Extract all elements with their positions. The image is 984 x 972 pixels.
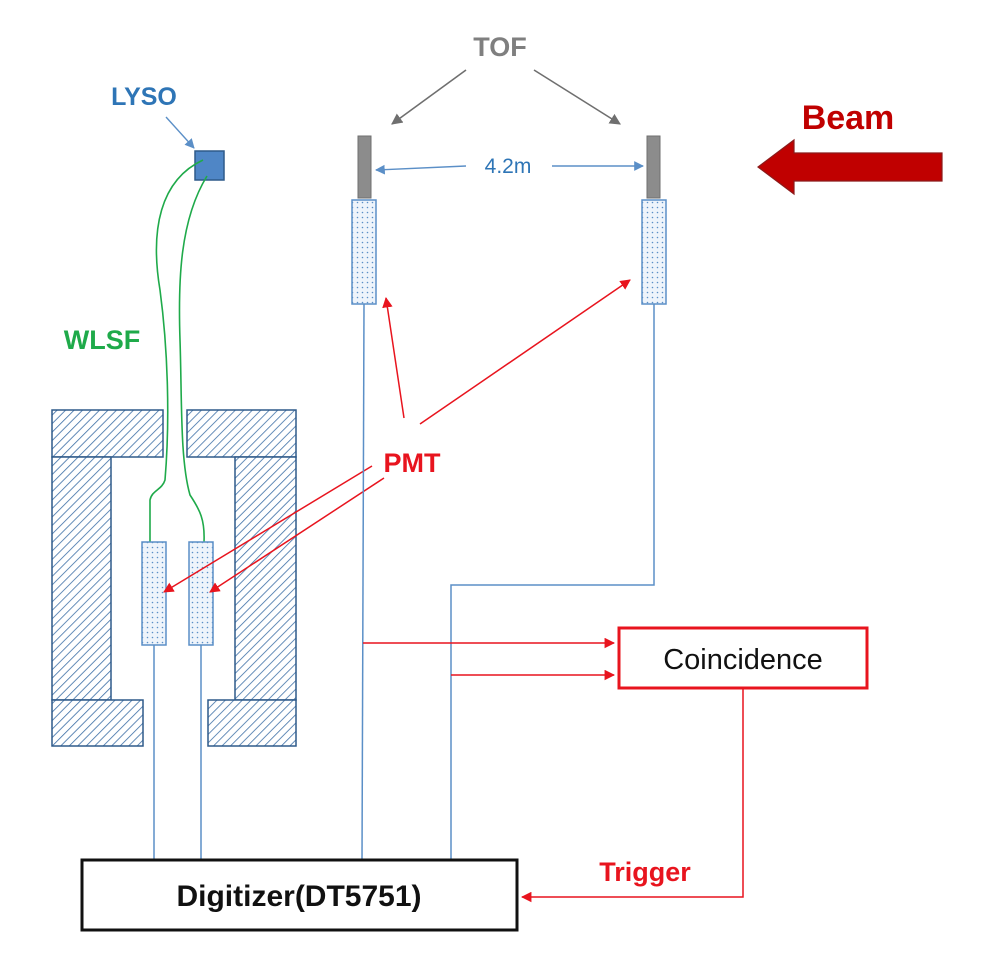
lyso-label: LYSO — [111, 83, 177, 111]
shield-left-wall — [51, 456, 112, 701]
pmt-arrow-tof-right — [419, 279, 631, 425]
shield-right-wall — [234, 456, 297, 701]
beam-arrow — [757, 138, 943, 196]
shield-bottom-right — [207, 699, 297, 747]
tof-scintillator-left — [357, 135, 372, 199]
pmt-label: PMT — [384, 448, 442, 478]
wlsf-fiber-right — [178, 175, 208, 543]
digitizer-box — [80, 858, 519, 932]
lyso-crystal — [194, 150, 225, 181]
digitizer-label: Digitizer(DT5751) — [176, 880, 421, 913]
lyso-pmt-right — [188, 541, 214, 646]
lyso-arrow — [165, 116, 195, 149]
distance-arrow-left — [375, 164, 467, 175]
beam-label: Beam — [802, 99, 895, 137]
wlsf-label: WLSF — [64, 325, 140, 355]
tof-arrow-right — [533, 69, 621, 125]
tof-label: TOF — [473, 32, 527, 62]
lyso-pmt-left — [141, 541, 167, 646]
tof-pmt-right — [641, 199, 667, 305]
shield-top-right — [186, 409, 297, 458]
tof-arrow-left — [391, 69, 467, 125]
tof-scintillator-right — [646, 135, 661, 199]
pmt-arrow-lyso-right — [209, 477, 385, 593]
shield-top-left — [51, 409, 164, 458]
signal-line-tof-left — [361, 303, 365, 861]
tof-pmt-left — [351, 199, 377, 305]
coincidence-label: Coincidence — [663, 644, 823, 676]
trigger-line — [520, 688, 744, 903]
signal-line-tof-right — [450, 304, 655, 860]
pmt-arrow-tof-left — [382, 296, 405, 419]
pmt-arrow-lyso-left — [163, 465, 373, 593]
shield-bottom-left — [51, 699, 144, 747]
wlsf-fiber-left — [149, 159, 204, 542]
trigger-label: Trigger — [599, 857, 691, 887]
distance-label: 4.2m — [485, 155, 532, 178]
